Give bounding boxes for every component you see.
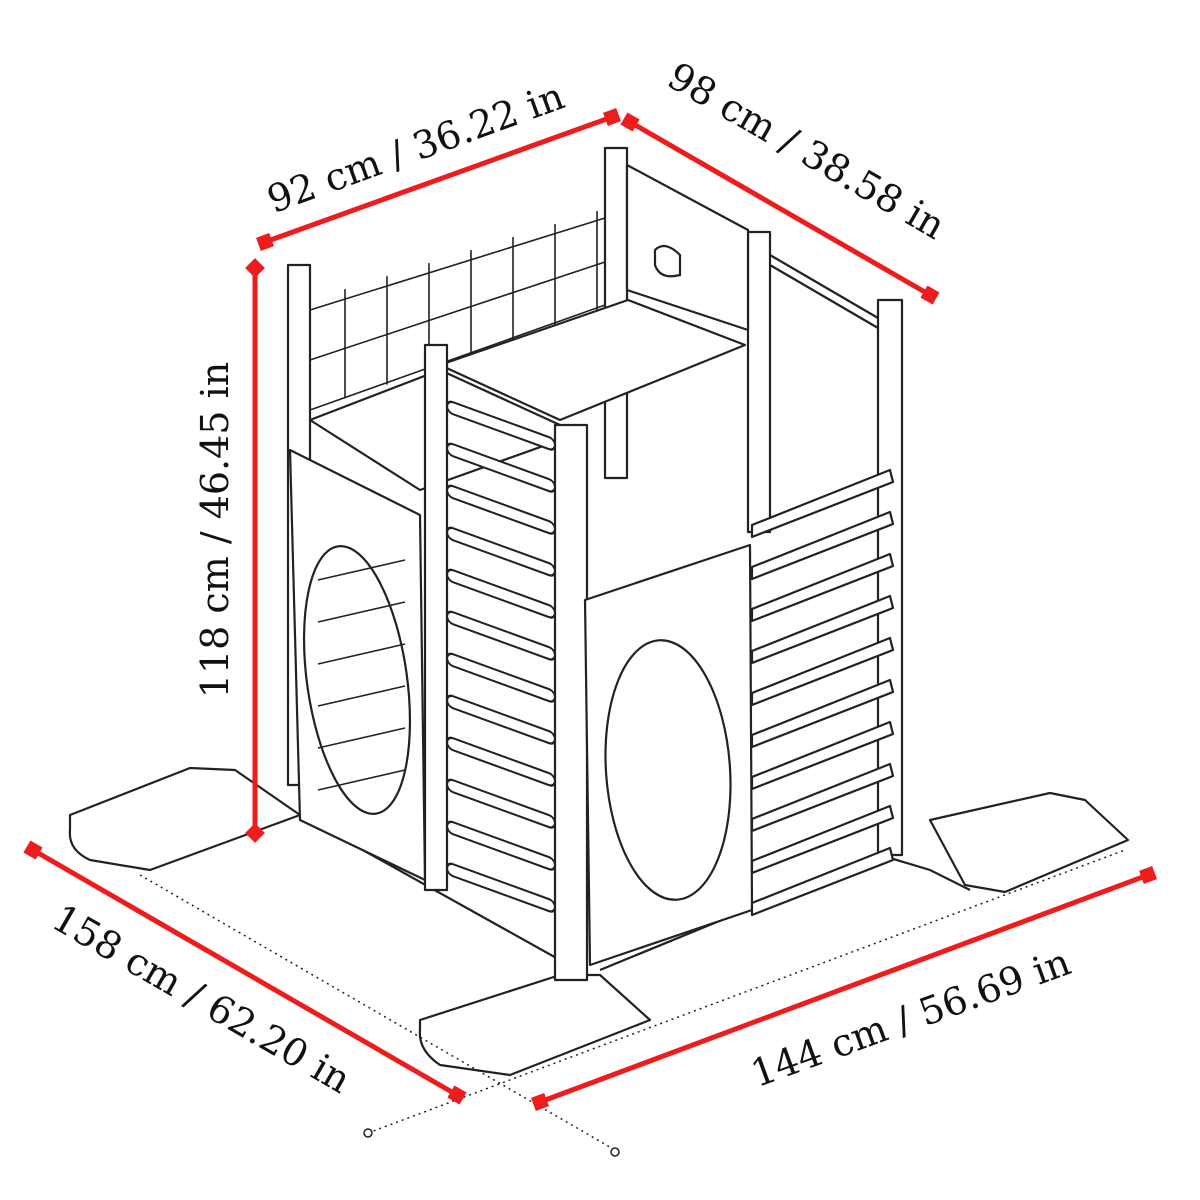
ladder-rung <box>445 862 557 913</box>
side-rung <box>750 552 895 623</box>
back-panel <box>625 163 750 332</box>
ladder-rung <box>445 778 557 829</box>
side-rung <box>750 636 895 707</box>
ladder-rung <box>445 736 557 787</box>
front-panel-hole <box>604 639 732 901</box>
climbing-frame-drawing <box>68 146 1130 1157</box>
dim-line-base-left <box>31 847 459 1098</box>
ladder-rung <box>445 568 557 619</box>
side-rung <box>750 762 895 833</box>
foot-right <box>928 791 1130 894</box>
dim-line-base-right <box>539 872 1149 1105</box>
ladder-rung <box>445 484 557 535</box>
side-rung <box>750 720 895 791</box>
side-rung <box>750 468 895 539</box>
foot-left <box>68 766 302 872</box>
side-rung <box>750 510 895 581</box>
ladder-post-left <box>423 343 449 892</box>
label-base-left: 158 cm / 62.20 in <box>45 896 358 1102</box>
post-mid <box>746 230 772 534</box>
ladder-rung <box>445 694 557 745</box>
foot-front <box>418 973 652 1077</box>
ladder-rung <box>445 610 557 661</box>
ladder-rung <box>445 652 557 703</box>
side-rung <box>750 846 895 917</box>
ladder-post-right <box>553 423 589 982</box>
label-height: 118 cm / 46.45 in <box>193 362 237 698</box>
ladder-rung <box>445 526 557 577</box>
dim-line-top-left <box>264 114 613 245</box>
platform-top <box>438 298 747 422</box>
left-panel-hole <box>302 545 412 815</box>
dimension-lines <box>23 108 1157 1111</box>
side-rung <box>750 678 895 749</box>
side-rung <box>750 594 895 665</box>
ladder-rung <box>445 820 557 871</box>
dim-line-top-right <box>628 119 932 298</box>
ladder-rung <box>445 400 557 451</box>
ladder-rung <box>445 442 557 493</box>
side-rung <box>750 804 895 875</box>
